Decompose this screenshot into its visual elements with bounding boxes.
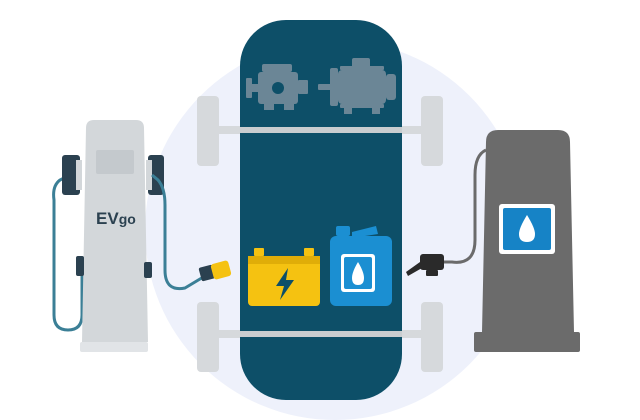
charger-plug-left (76, 256, 84, 276)
charger-screen (96, 150, 134, 174)
front-wheel-right (421, 96, 443, 166)
fuel-pump-base (474, 332, 580, 352)
fuel-drop-small (352, 262, 364, 285)
brand-ev: EV (96, 209, 119, 228)
brand-go: go (119, 211, 136, 227)
charger-cable-right (151, 173, 206, 291)
charger-cable-left (52, 173, 84, 332)
fuel-nozzle (406, 254, 444, 276)
fuel-hose (440, 148, 487, 264)
charger-body (82, 120, 148, 342)
fuel-tank-icon (330, 226, 392, 306)
front-wheel-left (197, 96, 219, 166)
ev-charger: EVgo (52, 120, 232, 352)
fuel-drop-icon (519, 215, 535, 242)
charger-holster-left (62, 155, 80, 195)
electric-motor-icon (318, 58, 396, 114)
charger-base (80, 342, 148, 352)
engine-icon (246, 64, 308, 110)
lightning-bolt (276, 268, 294, 300)
rear-wheel-left (197, 302, 219, 372)
rear-wheel-right (421, 302, 443, 372)
charger-brand-logo: EVgo (96, 209, 136, 228)
fuel-pump (406, 130, 580, 352)
charging-connector (198, 260, 232, 282)
charger-plug-right (144, 262, 152, 278)
battery-icon (248, 248, 320, 306)
